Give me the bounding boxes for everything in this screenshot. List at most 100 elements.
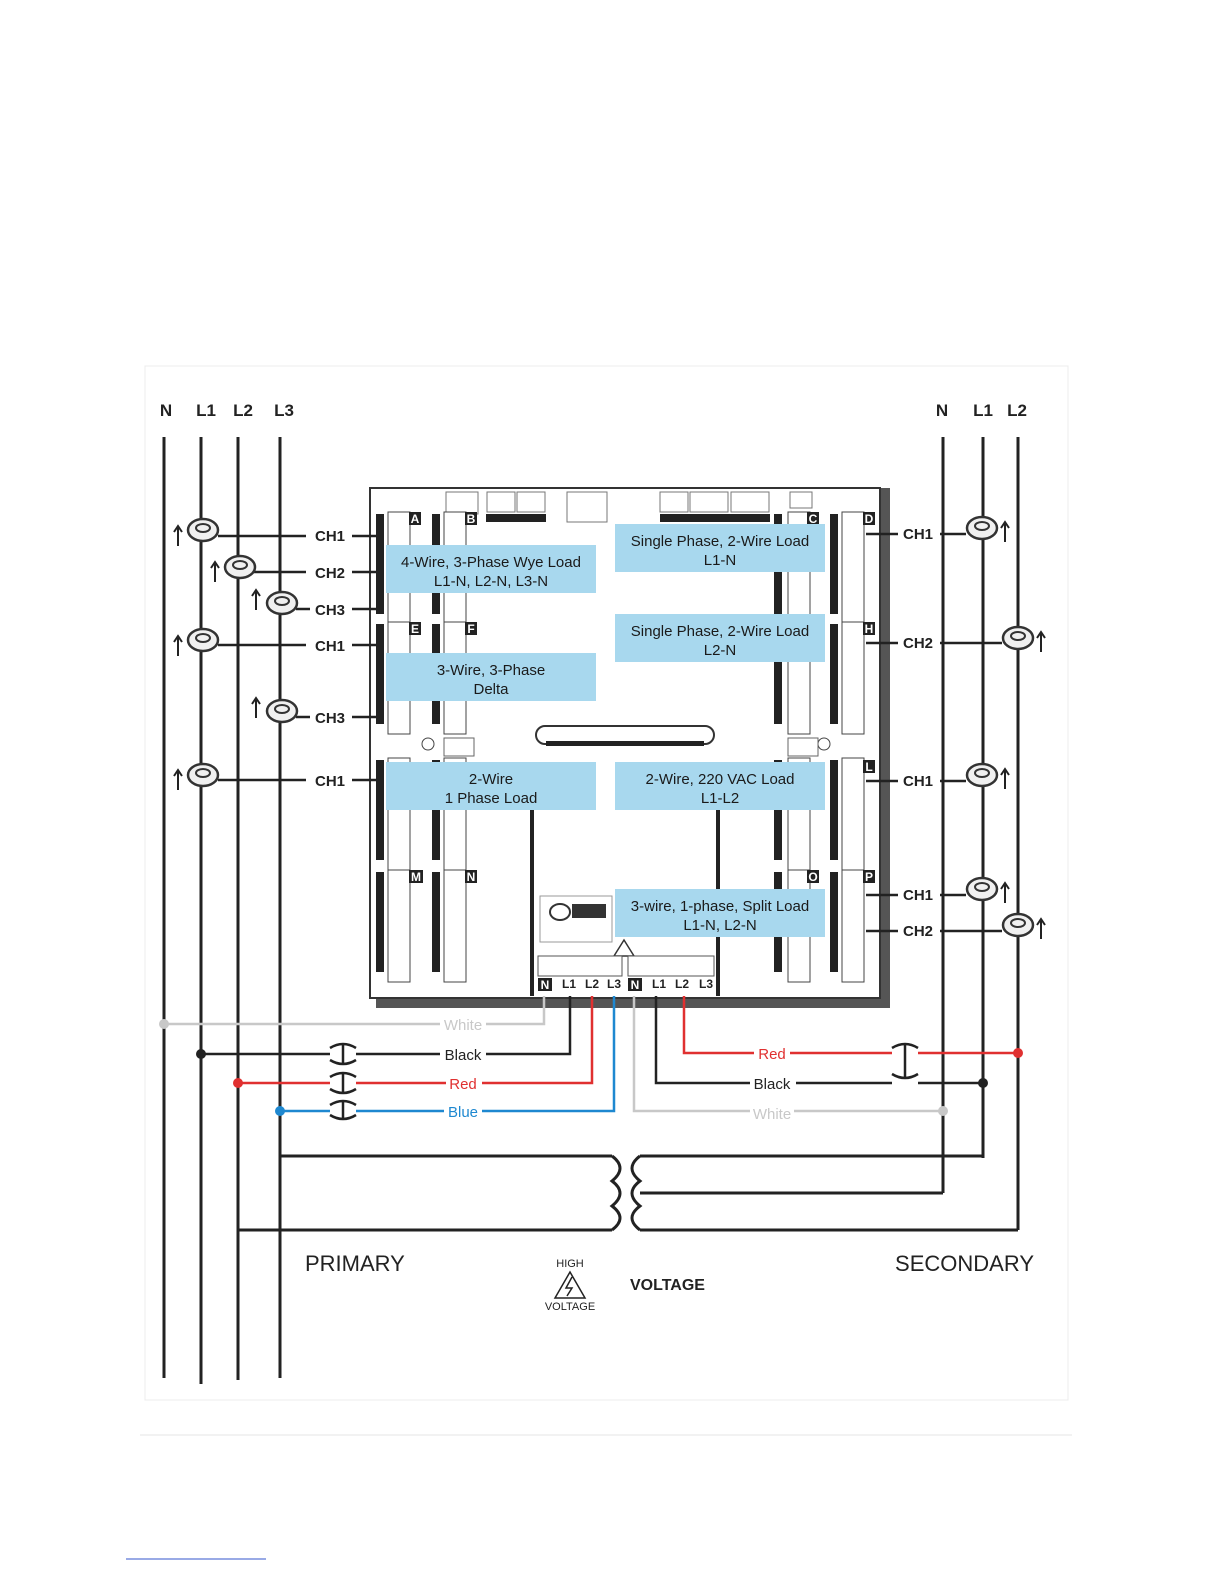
strip-n [432, 872, 440, 972]
ct-core [195, 633, 211, 643]
high-label: HIGH [556, 1258, 584, 1270]
left-fuses [329, 1042, 357, 1121]
strip-h [830, 624, 838, 724]
letter-bg-a [409, 512, 421, 525]
arrow-up-icon [173, 634, 183, 656]
terminal-l2-1: L2 [585, 977, 599, 991]
blue-lead-left [280, 996, 616, 1113]
ct-sensor-icon [265, 698, 299, 724]
term-col-m [387, 869, 411, 983]
config-box-7-line1: 3-wire, 1-phase, Split Load [631, 898, 809, 915]
connector-top-2 [486, 491, 516, 513]
ct-sensor-icon [965, 515, 999, 541]
config-box-3 [386, 653, 596, 701]
letter-bg-p [863, 870, 875, 883]
ct-core [974, 882, 990, 892]
right-channel-labels: CH1 CH2 CH1 CH1 CH2 [903, 526, 933, 940]
config-box-4-line1: Single Phase, 2-Wire Load [631, 623, 809, 640]
wire-label-white-right: White [753, 1106, 791, 1123]
right-ct-sensor-cores [974, 521, 1026, 928]
config-box-6-line2: L1-L2 [701, 790, 739, 807]
black-lead-left [201, 996, 572, 1056]
config-box-5-line2: 1 Phase Load [445, 790, 538, 807]
diagram-frame [144, 365, 1069, 1401]
arrow-up-icon [1036, 630, 1046, 652]
left-junction-dots [159, 1019, 285, 1116]
letter-bg-n [465, 870, 477, 883]
arrow-up-icon [1036, 917, 1046, 939]
right-ch-label-1: CH1 [903, 526, 933, 543]
arrow-up-icon [251, 588, 261, 610]
terminal-l1-2: L1 [652, 977, 666, 991]
config-box-1-line2: L1-N, L2-N, L3-N [434, 573, 548, 590]
connector-mid-right [787, 737, 819, 757]
letter-bg-d [863, 512, 875, 525]
fuse-icon [329, 1071, 357, 1095]
primary-label-l3: L3 [274, 401, 294, 420]
secondary-label-l1: L1 [973, 401, 993, 420]
terminal-n-2: N [631, 978, 640, 992]
vref1-strip [537, 955, 623, 977]
ct-core [974, 768, 990, 778]
junction-red [233, 1078, 243, 1088]
terminal-l2-2: L2 [675, 977, 689, 991]
config-box-2 [615, 524, 825, 572]
letter-bg-f [465, 622, 477, 635]
config-box-5 [386, 762, 596, 810]
white-lead-left [164, 996, 546, 1026]
letter-bg-l [863, 760, 875, 773]
fuse-icon [329, 1042, 357, 1066]
right-ch-label-4: CH1 [903, 887, 933, 904]
logo-box [539, 895, 613, 943]
panel-warning-icon [612, 938, 636, 957]
wire-label-black-right: Black [754, 1076, 791, 1093]
right-wire-labels: Red Black White [753, 1046, 791, 1123]
ct-core [1010, 631, 1026, 641]
wire-label-black-left: Black [445, 1047, 482, 1064]
mount-hole-right [817, 737, 831, 751]
strip-i [376, 760, 384, 860]
right-voltage-leads [632, 996, 1018, 1113]
arrow-up-icon [251, 696, 261, 718]
connector-top-4 [566, 491, 608, 523]
block-letter-e: E [411, 622, 419, 636]
meter-panel: A B C D E F H L M N O P [369, 487, 890, 1008]
config-box-6 [615, 762, 825, 810]
right-ch-label-2: CH2 [903, 635, 933, 652]
config-box-2-line1: Single Phase, 2-Wire Load [631, 533, 809, 550]
left-ch-label-2: CH2 [315, 565, 345, 582]
letter-bg-m [409, 870, 423, 883]
ct-sensor-icon [1001, 625, 1035, 651]
vref2-strip [627, 955, 715, 977]
block-letter-d: D [865, 512, 874, 526]
terminal-l3-1: L3 [607, 977, 621, 991]
term-col-l [841, 757, 865, 871]
right-junction-dots [938, 1048, 1023, 1116]
strip-g [774, 624, 782, 724]
strip-a [376, 514, 384, 614]
connector-top-3 [516, 491, 546, 513]
block-letter-l: L [865, 760, 872, 774]
strip-e [376, 624, 384, 724]
config-box-6-line1: 2-Wire, 220 VAC Load [646, 771, 795, 788]
term-n1-bg [538, 978, 552, 991]
left-wire-labels: White Black Red Blue [444, 1017, 482, 1121]
left-channel-leads [218, 534, 376, 782]
block-letter-f: F [467, 622, 474, 636]
comm-strip [660, 514, 770, 522]
connector-top-5 [659, 491, 689, 513]
left-ch-label-1: CH1 [315, 528, 345, 545]
arrow-up-icon [210, 560, 220, 582]
strip-l [830, 760, 838, 860]
primary-label: PRIMARY [305, 1251, 405, 1276]
primary-coil-icon [609, 1154, 622, 1232]
block-letter-c: C [809, 512, 818, 526]
connector-mid-left [443, 737, 475, 757]
left-ct-sensor-cores [195, 523, 290, 778]
term-col-d [841, 511, 865, 625]
connector-top-1 [445, 491, 479, 515]
primary-label-l2: L2 [233, 401, 253, 420]
right-ct-sensors [965, 515, 1035, 938]
high-voltage-icon [553, 1270, 587, 1299]
logo-mark [572, 904, 606, 918]
